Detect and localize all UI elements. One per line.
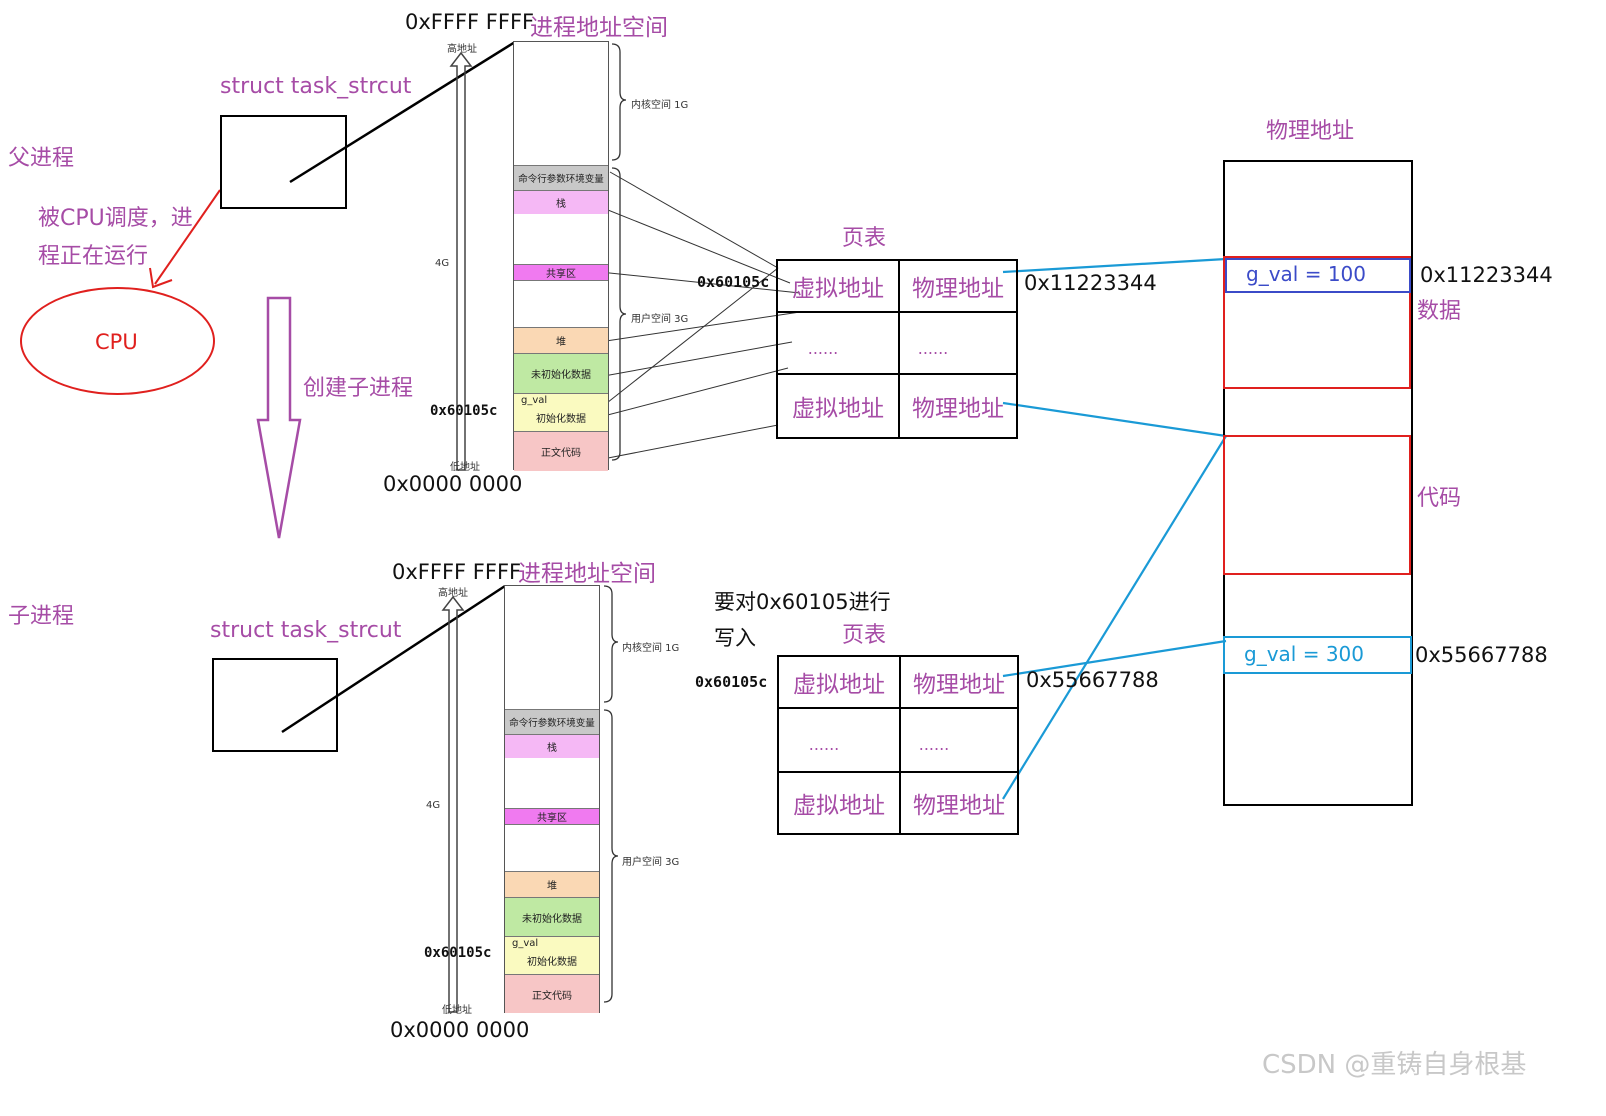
- parent-process-label: 父进程: [8, 146, 75, 171]
- parent-page-table-title: 页表: [842, 226, 887, 251]
- parent-seg-shared: 共享区: [514, 264, 608, 281]
- child-gval-tag: g_val: [512, 938, 539, 949]
- child-gval-address: 0x60105c: [424, 945, 492, 961]
- child-pt-ellipsis-1: ......: [808, 734, 840, 754]
- cpu-schedule-text-1: 被CPU调度，进: [38, 206, 193, 231]
- child-init-data-label: 初始化数据: [527, 957, 577, 968]
- parent-kernel-space-label: 内核空间 1G: [631, 100, 689, 111]
- parent-seg-stack: 栈: [514, 190, 608, 214]
- child-kernel-space-label: 内核空间 1G: [622, 643, 680, 654]
- child-page-table: 虚拟地址 物理地址 ...... ...... 虚拟地址 物理地址: [777, 655, 1019, 835]
- parent-high-addr-label: 高地址: [447, 44, 477, 55]
- create-child-label: 创建子进程: [303, 376, 414, 401]
- child-pt-virtual-2: 虚拟地址: [793, 793, 885, 819]
- parent-pt-phys-addr: 0x11223344: [1024, 271, 1157, 295]
- parent-gval-value: g_val = 100: [1246, 262, 1366, 286]
- parent-addr-space-title: 进程地址空间: [530, 15, 668, 41]
- child-seg-heap: 堆: [505, 871, 599, 897]
- child-task-struct-box: [212, 658, 338, 752]
- child-pt-phys-addr: 0x55667788: [1026, 668, 1159, 692]
- physical-code-region: [1223, 435, 1411, 575]
- child-pt-virtual-1: 虚拟地址: [793, 672, 885, 698]
- parent-top-address: 0xFFFF FFFF: [405, 10, 535, 34]
- write-note-line-1: 要对0x60105进行: [714, 590, 891, 614]
- child-pt-ellipsis-2: ......: [918, 734, 950, 754]
- child-seg-code: 正文代码: [505, 974, 599, 1013]
- child-high-addr-label: 高地址: [438, 588, 468, 599]
- parent-pt-ellipsis-2: ......: [917, 338, 949, 358]
- child-4g-label: 4G: [426, 800, 441, 811]
- cpu-label: CPU: [95, 330, 138, 354]
- child-gval-cell: [1223, 636, 1412, 674]
- child-pt-physical-2: 物理地址: [913, 793, 1005, 819]
- physical-data-region: [1223, 256, 1411, 389]
- child-user-space-label: 用户空间 3G: [622, 857, 680, 868]
- parent-gval-address: 0x60105c: [430, 403, 498, 419]
- parent-page-table: 虚拟地址 物理地址 ...... ...... 虚拟地址 物理地址: [776, 259, 1018, 439]
- child-low-addr-label: 低地址: [442, 1005, 472, 1016]
- physical-parent-addr: 0x11223344: [1420, 263, 1553, 287]
- child-bottom-address: 0x0000 0000: [390, 1018, 530, 1042]
- child-gval-value: g_val = 300: [1244, 642, 1364, 666]
- parent-task-struct-box: [220, 115, 347, 209]
- parent-4g-label: 4G: [435, 258, 450, 269]
- child-addr-space-title: 进程地址空间: [518, 561, 656, 587]
- parent-address-space: 命令行参数环境变量 栈 共享区 堆 未初始化数据 g_val 初始化数据 正文代…: [513, 41, 609, 471]
- parent-seg-cmdline: 命令行参数环境变量: [514, 165, 608, 190]
- parent-seg-uninit: 未初始化数据: [514, 353, 608, 393]
- parent-user-space-label: 用户空间 3G: [631, 314, 689, 325]
- physical-code-label: 代码: [1417, 486, 1462, 511]
- parent-pt-virtual-1: 虚拟地址: [792, 276, 884, 302]
- parent-task-struct-label: struct task_strcut: [220, 74, 412, 99]
- child-seg-shared: 共享区: [505, 808, 599, 825]
- parent-seg-init: g_val 初始化数据: [514, 393, 608, 431]
- parent-pt-physical-2: 物理地址: [912, 396, 1004, 422]
- watermark: CSDN @重铸自身根基: [1262, 1050, 1527, 1080]
- parent-bottom-address: 0x0000 0000: [383, 472, 523, 496]
- physical-data-label: 数据: [1417, 299, 1462, 324]
- child-top-address: 0xFFFF FFFF: [392, 560, 522, 584]
- child-address-space: 命令行参数环境变量 栈 共享区 堆 未初始化数据 g_val 初始化数据 正文代…: [504, 585, 600, 1013]
- parent-low-addr-label: 低地址: [450, 462, 480, 473]
- parent-seg-code: 正文代码: [514, 431, 608, 471]
- parent-pt-gval-address: 0x60105c: [697, 273, 770, 291]
- child-seg-init: g_val 初始化数据: [505, 936, 599, 974]
- cpu-schedule-text-2: 程正在运行: [38, 244, 149, 269]
- child-page-table-title: 页表: [842, 623, 887, 648]
- write-note-line-2: 写入: [714, 626, 756, 650]
- child-pt-gval-address: 0x60105c: [695, 673, 768, 691]
- child-process-label: 子进程: [8, 604, 75, 629]
- parent-gval-cell: [1225, 258, 1411, 293]
- parent-init-data-label: 初始化数据: [536, 414, 586, 425]
- child-seg-stack: 栈: [505, 734, 599, 758]
- physical-child-addr: 0x55667788: [1415, 643, 1548, 667]
- child-seg-cmdline: 命令行参数环境变量: [505, 709, 599, 734]
- cpu-ellipse: [20, 287, 215, 395]
- parent-gval-tag: g_val: [521, 395, 548, 406]
- physical-memory-title: 物理地址: [1266, 119, 1355, 144]
- parent-pt-virtual-2: 虚拟地址: [792, 396, 884, 422]
- parent-seg-heap: 堆: [514, 327, 608, 353]
- child-task-struct-label: struct task_strcut: [210, 618, 402, 643]
- child-seg-uninit: 未初始化数据: [505, 897, 599, 936]
- parent-pt-ellipsis-1: ......: [807, 338, 839, 358]
- child-pt-physical-1: 物理地址: [913, 672, 1005, 698]
- parent-pt-physical-1: 物理地址: [912, 276, 1004, 302]
